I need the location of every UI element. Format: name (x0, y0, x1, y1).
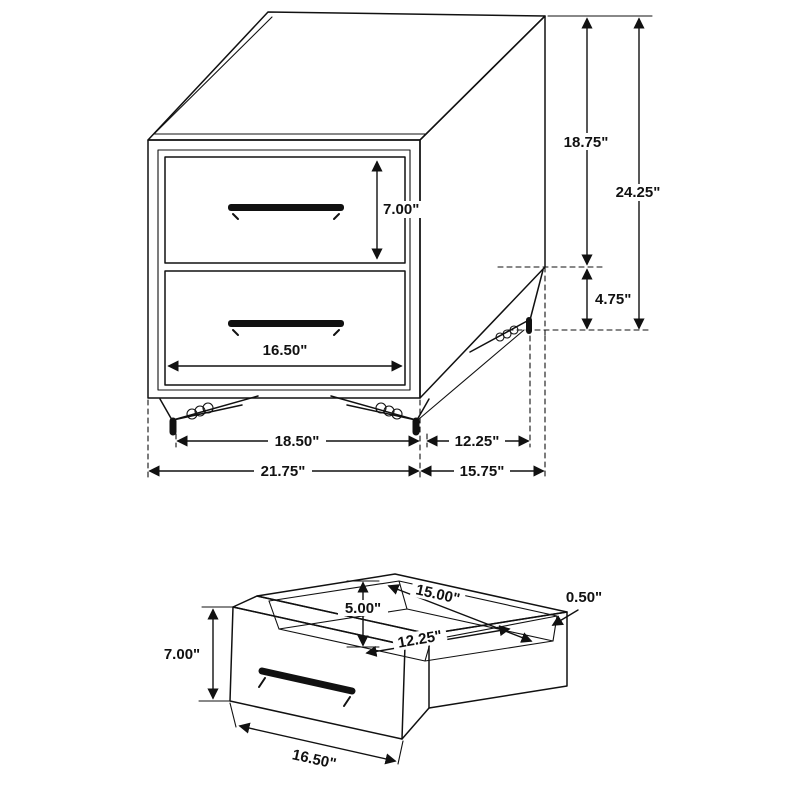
cabinet-legs (159, 269, 544, 436)
nightstand-view: 7.00" 16.50" 18.75" 24.25" 4.75" 18.50" (147, 11, 667, 480)
dim-overall-width-label: 21.75" (261, 463, 306, 480)
dim-foot-span-width-label: 18.50" (275, 433, 320, 450)
dim-body-height-label: 18.75" (564, 134, 609, 151)
dim-front-height: 7.00" (156, 606, 234, 702)
bottom-drawer-handle (228, 320, 344, 336)
dim-body-height: 18.75" (558, 17, 615, 266)
dim-interior-depth: 12.25" (365, 625, 511, 657)
dim-interior-width-label: 15.00" (414, 581, 461, 608)
dim-overall-depth: 15.75" (420, 463, 545, 480)
cabinet-side-face (419, 15, 546, 399)
dim-front-width-label: 16.50" (290, 746, 337, 772)
top-drawer-handle (228, 204, 344, 220)
cabinet-body (147, 11, 546, 399)
dim-interior-height: 5.00" (338, 580, 388, 648)
drawer-handle (258, 667, 356, 707)
dim-foot-span-depth-label: 12.25" (455, 433, 500, 450)
dim-overall-height: 24.25" (610, 17, 667, 330)
drawer-view: 7.00" 16.50" 5.00" 15.00" 0. (156, 573, 602, 773)
dim-overall-depth-label: 15.75" (460, 463, 505, 480)
dim-leg-height-label: 4.75" (595, 291, 631, 308)
dim-overall-height-label: 24.25" (616, 184, 661, 201)
dim-side-thickness: 0.50" (551, 589, 602, 626)
dim-foot-span-depth: 12.25" (426, 433, 530, 450)
dim-front-height-label: 7.00" (164, 646, 200, 663)
dim-foot-span-width: 18.50" (176, 433, 420, 450)
dim-leg-height: 4.75" (581, 268, 631, 330)
dim-drawer-front-width-label: 16.50" (263, 342, 308, 359)
dim-overall-width: 21.75" (148, 463, 420, 480)
drawer-box (229, 573, 568, 740)
drawer-front-panel (229, 606, 406, 740)
dim-drawer-front-height: 7.00" (371, 160, 430, 260)
dim-drawer-front-width: 16.50" (167, 342, 403, 372)
cabinet-front-face (147, 139, 421, 399)
drawer-right-wall (428, 611, 568, 709)
bottom-drawer-front (164, 270, 406, 386)
dim-front-width: 16.50" (229, 702, 404, 773)
dim-side-thickness-label: 0.50" (566, 589, 602, 606)
dim-drawer-front-height-label: 7.00" (383, 201, 419, 218)
dim-interior-height-label: 5.00" (345, 600, 381, 617)
dim-interior-depth-label: 12.25" (396, 627, 443, 651)
